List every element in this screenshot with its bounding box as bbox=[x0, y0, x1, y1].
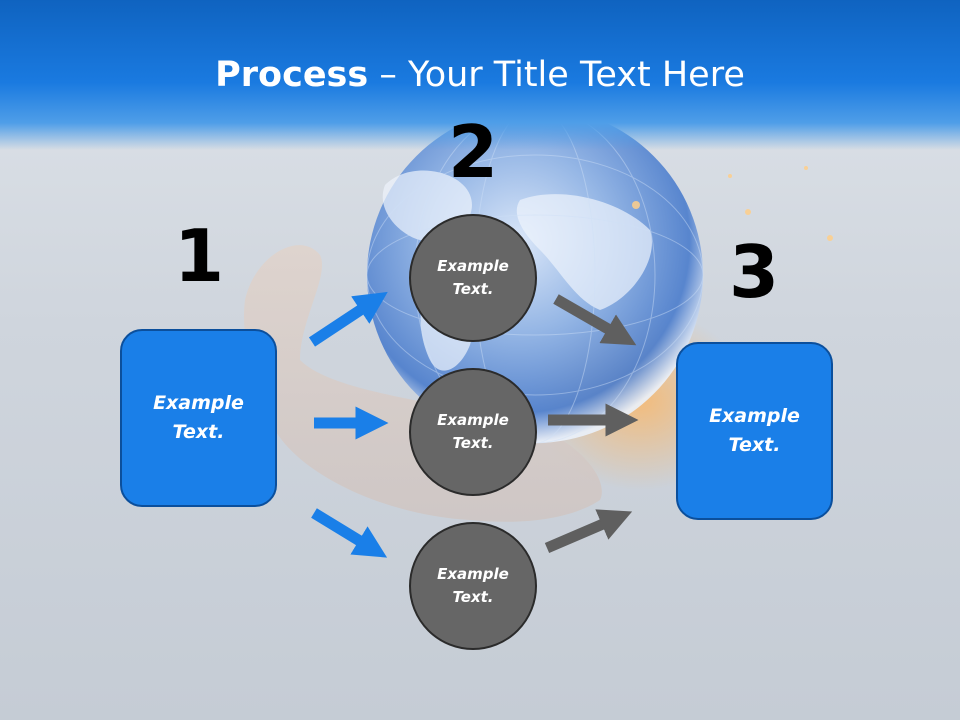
step-number-3: 3 bbox=[728, 230, 780, 314]
step-2-circle-middle: Example Text. bbox=[409, 368, 537, 496]
arrow-gray-down bbox=[553, 294, 637, 346]
step-2-circle-top: Example Text. bbox=[409, 214, 537, 342]
title-rest: – Your Title Text Here bbox=[368, 55, 745, 95]
step-3-box: Example Text. bbox=[676, 342, 833, 520]
step-number-2: 2 bbox=[447, 110, 499, 194]
slide-title: Process – Your Title Text Here bbox=[0, 50, 960, 100]
arrow-blue-down bbox=[311, 508, 388, 558]
step-number-1: 1 bbox=[173, 214, 225, 298]
step-1-box: Example Text. bbox=[120, 329, 277, 507]
arrow-gray-up bbox=[544, 509, 633, 554]
title-strong: Process bbox=[215, 55, 369, 95]
title-band bbox=[0, 0, 960, 150]
arrow-blue-up bbox=[308, 291, 388, 347]
step-2-circle-bottom: Example Text. bbox=[409, 522, 537, 650]
